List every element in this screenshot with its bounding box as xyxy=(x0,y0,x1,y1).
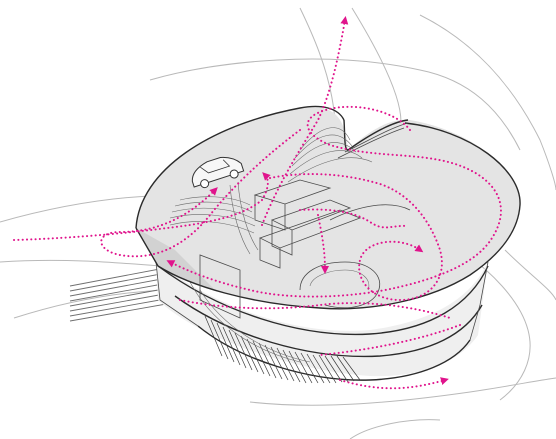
block-1 xyxy=(253,179,332,205)
body-left-side xyxy=(155,261,199,327)
flow-inner-loop xyxy=(269,173,443,302)
road-edge-left-1 xyxy=(0,195,151,223)
body-right-side xyxy=(469,261,489,341)
ground-line-bottom xyxy=(249,377,556,406)
road-edge-left-3 xyxy=(13,289,166,319)
roof-disc xyxy=(135,105,521,310)
interior-blocks xyxy=(199,179,411,319)
road-curve-inner xyxy=(351,7,402,131)
block-6 xyxy=(259,238,281,269)
road-sweep-upper xyxy=(149,58,521,151)
ground-line-bottom-2 xyxy=(349,419,441,439)
facade-ribs xyxy=(204,315,361,384)
roof-rim-right xyxy=(135,122,521,310)
parking-stripes xyxy=(69,267,173,322)
flow-lower-exit xyxy=(179,299,461,390)
body-fill xyxy=(156,262,488,377)
roof-shadow-wedge xyxy=(136,228,215,290)
flow-ring xyxy=(166,105,502,298)
body-outline-top-band xyxy=(157,265,489,336)
inner-ramp-curve-2 xyxy=(199,289,311,363)
hill-right-3 xyxy=(504,249,556,301)
context-lines xyxy=(0,7,556,439)
flow-arrows xyxy=(13,16,502,390)
block-2 xyxy=(254,195,286,231)
flow-drop-down xyxy=(299,208,409,271)
roof-notch xyxy=(343,119,409,151)
building-lower-body xyxy=(155,261,489,384)
core-wall-1 xyxy=(199,254,241,319)
roof-fill xyxy=(136,107,520,309)
spiral-ramp xyxy=(299,261,381,309)
core-wall-2 xyxy=(329,204,411,221)
car-icon xyxy=(191,156,245,189)
road-edge-left-2 xyxy=(0,259,161,267)
block-4 xyxy=(271,220,293,256)
block-5 xyxy=(258,209,362,249)
hill-right-1 xyxy=(419,14,556,191)
block-3 xyxy=(270,199,352,231)
inner-ramp-curve xyxy=(189,281,301,363)
